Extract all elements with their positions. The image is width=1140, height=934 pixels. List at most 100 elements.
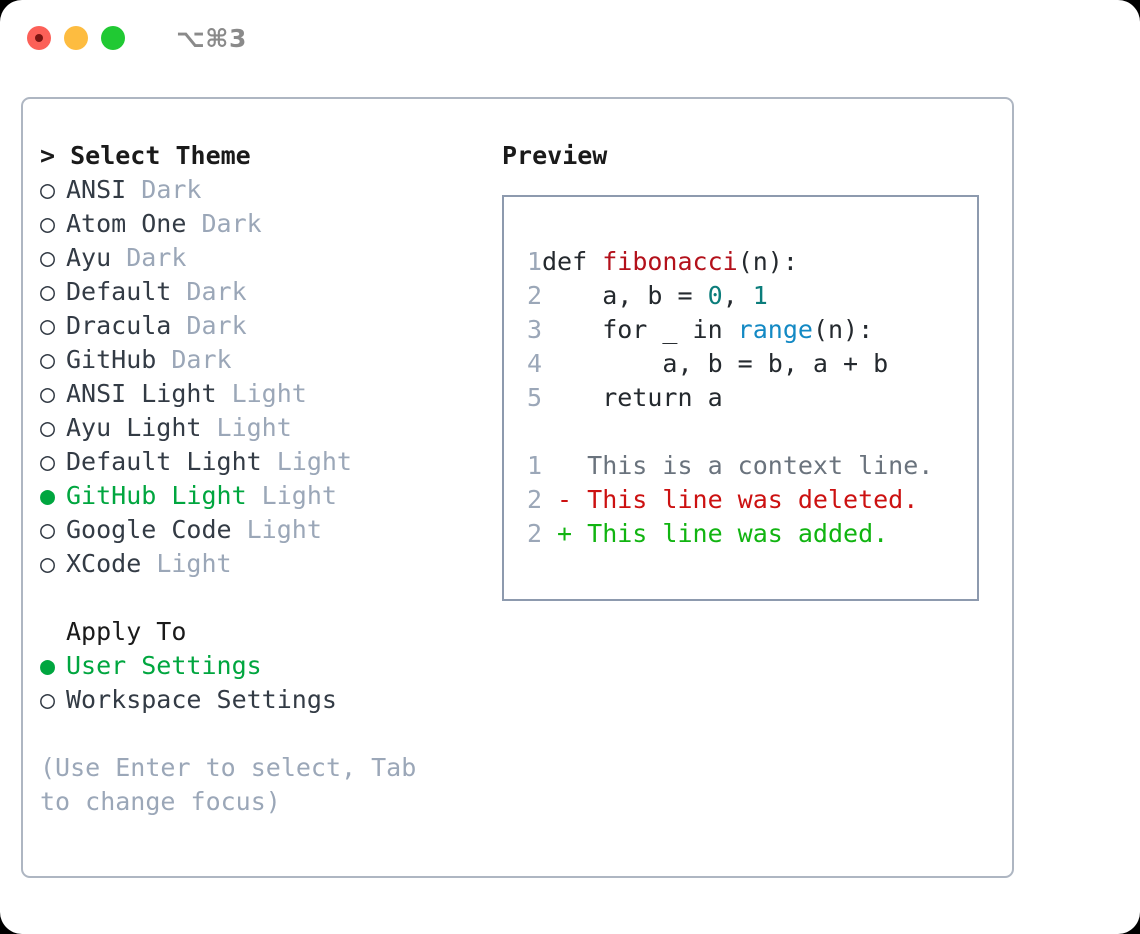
theme-option-label: ANSI Light bbox=[66, 379, 217, 408]
maximize-button[interactable] bbox=[101, 26, 125, 50]
code-line-number: 1 bbox=[526, 451, 542, 480]
code-token-del: - This line was deleted. bbox=[542, 485, 919, 514]
list-gap bbox=[40, 581, 500, 615]
code-line: 2 + This line was added. bbox=[514, 517, 933, 551]
theme-option-github-light[interactable]: ● GitHub Light Light bbox=[40, 479, 500, 513]
close-button[interactable] bbox=[27, 26, 51, 50]
code-line: 2 a, b = 0, 1 bbox=[514, 279, 933, 313]
theme-option-label: Ayu bbox=[66, 243, 112, 272]
code-line-number: 2 bbox=[526, 281, 542, 310]
radio-unselected-icon: ○ bbox=[40, 243, 56, 272]
theme-option-label: GitHub bbox=[66, 345, 157, 374]
code-token-plain: for _ in bbox=[542, 315, 738, 344]
radio-unselected-icon: ○ bbox=[40, 685, 56, 714]
code-line-number: 2 bbox=[526, 519, 542, 548]
radio-unselected-icon: ○ bbox=[40, 379, 56, 408]
theme-option-dracula[interactable]: ○ Dracula Dark bbox=[40, 309, 500, 343]
code-line: 5 return a bbox=[514, 381, 933, 415]
radio-unselected-icon: ○ bbox=[40, 515, 56, 544]
content-panel: > Select Theme ○ANSI Dark○Atom One Dark○… bbox=[21, 97, 1014, 878]
theme-option-kind: Light bbox=[201, 413, 292, 442]
theme-option-label: Atom One bbox=[66, 209, 187, 238]
code-token-plain: a, b = bbox=[542, 281, 708, 310]
theme-option-ansi[interactable]: ○ ANSI Dark bbox=[40, 173, 500, 207]
theme-option-xcode[interactable]: ○ XCode Light bbox=[40, 547, 500, 581]
code-line: 2 - This line was deleted. bbox=[514, 483, 933, 517]
page-title: > Select Theme bbox=[40, 141, 251, 170]
apply-to-option-workspace-settings[interactable]: ○ Workspace Settings bbox=[40, 683, 500, 717]
theme-option-list: ○ANSI Dark○Atom One Dark○Ayu Dark○Defaul… bbox=[40, 173, 500, 581]
code-line-number: 1 bbox=[526, 247, 542, 276]
theme-option-kind: Dark bbox=[126, 175, 202, 204]
theme-option-label: ANSI bbox=[66, 175, 127, 204]
code-token-plain: (n): bbox=[812, 315, 874, 344]
theme-option-label: GitHub Light bbox=[66, 481, 247, 510]
code-line-number: 4 bbox=[526, 349, 542, 378]
radio-unselected-icon: ○ bbox=[40, 311, 56, 340]
code-line-number: 2 bbox=[526, 485, 542, 514]
theme-option-kind: Dark bbox=[186, 209, 262, 238]
apply-to-option-label: Workspace Settings bbox=[66, 685, 337, 714]
theme-option-google-code[interactable]: ○ Google Code Light bbox=[40, 513, 500, 547]
code-line bbox=[514, 415, 933, 449]
theme-option-kind: Light bbox=[141, 549, 232, 578]
radio-unselected-icon: ○ bbox=[40, 277, 56, 306]
code-line: 3 for _ in range(n): bbox=[514, 313, 933, 347]
theme-option-kind: Light bbox=[216, 379, 307, 408]
theme-option-label: Default bbox=[66, 277, 172, 306]
theme-option-ayu-light[interactable]: ○Ayu Light Light bbox=[40, 411, 500, 445]
theme-option-default[interactable]: ○ Default Dark bbox=[40, 275, 500, 309]
radio-unselected-icon: ○ bbox=[40, 175, 56, 204]
code-line: 1 This is a context line. bbox=[514, 449, 933, 483]
code-token-plain: (n): bbox=[737, 247, 798, 276]
theme-option-kind: Light bbox=[261, 447, 352, 476]
theme-option-kind: Dark bbox=[111, 243, 187, 272]
code-token-num: 0 bbox=[707, 281, 723, 310]
radio-unselected-icon: ○ bbox=[40, 209, 56, 238]
theme-option-label: Google Code bbox=[66, 515, 232, 544]
code-token-plain: def bbox=[542, 247, 603, 276]
theme-option-kind: Dark bbox=[156, 345, 232, 374]
theme-picker-column: > Select Theme ○ANSI Dark○Atom One Dark○… bbox=[40, 139, 500, 819]
theme-option-kind: Dark bbox=[171, 277, 247, 306]
window-controls bbox=[27, 26, 125, 50]
theme-option-label: Ayu Light bbox=[66, 413, 202, 442]
theme-option-kind: Light bbox=[246, 481, 337, 510]
theme-option-ayu[interactable]: ○ Ayu Dark bbox=[40, 241, 500, 275]
code-line-number: 3 bbox=[526, 315, 542, 344]
radio-unselected-icon: ○ bbox=[40, 345, 56, 374]
theme-option-kind: Dark bbox=[171, 311, 247, 340]
theme-option-label: Dracula bbox=[66, 311, 172, 340]
theme-option-github[interactable]: ○ GitHub Dark bbox=[40, 343, 500, 377]
code-token-call: range bbox=[737, 315, 813, 344]
theme-option-atom-one[interactable]: ○ Atom One Dark bbox=[40, 207, 500, 241]
theme-option-default-light[interactable]: ○Default Light Light bbox=[40, 445, 500, 479]
code-token-plain: return a bbox=[542, 383, 723, 412]
minimize-button[interactable] bbox=[64, 26, 88, 50]
apply-to-option-list: ●User Settings○ Workspace Settings bbox=[40, 649, 500, 717]
code-line: 4 a, b = b, a + b bbox=[514, 347, 933, 381]
code-line-number: 5 bbox=[526, 383, 542, 412]
theme-option-kind: Light bbox=[231, 515, 322, 544]
keyboard-hint-text: (Use Enter to select, Tab to change focu… bbox=[40, 753, 432, 816]
code-line: 1def fibonacci(n): bbox=[514, 245, 933, 279]
code-token-ctx: This is a context line. bbox=[542, 451, 934, 480]
radio-unselected-icon: ○ bbox=[40, 447, 56, 476]
title-bar: ⌥⌘3 bbox=[0, 0, 1140, 76]
keyboard-shortcut-label: ⌥⌘3 bbox=[176, 23, 247, 53]
theme-option-ansi-light[interactable]: ○ ANSI Light Light bbox=[40, 377, 500, 411]
apply-to-label: Apply To bbox=[66, 617, 187, 646]
hint-gap bbox=[40, 717, 500, 751]
radio-unselected-icon: ○ bbox=[40, 549, 56, 578]
apply-to-option-user-settings[interactable]: ●User Settings bbox=[40, 649, 500, 683]
code-token-add: + This line was added. bbox=[542, 519, 889, 548]
apply-to-option-label: User Settings bbox=[66, 651, 262, 680]
theme-option-label: XCode bbox=[66, 549, 142, 578]
radio-selected-icon: ● bbox=[40, 481, 56, 510]
code-token-plain: , bbox=[722, 281, 753, 310]
code-token-num: 1 bbox=[752, 281, 768, 310]
